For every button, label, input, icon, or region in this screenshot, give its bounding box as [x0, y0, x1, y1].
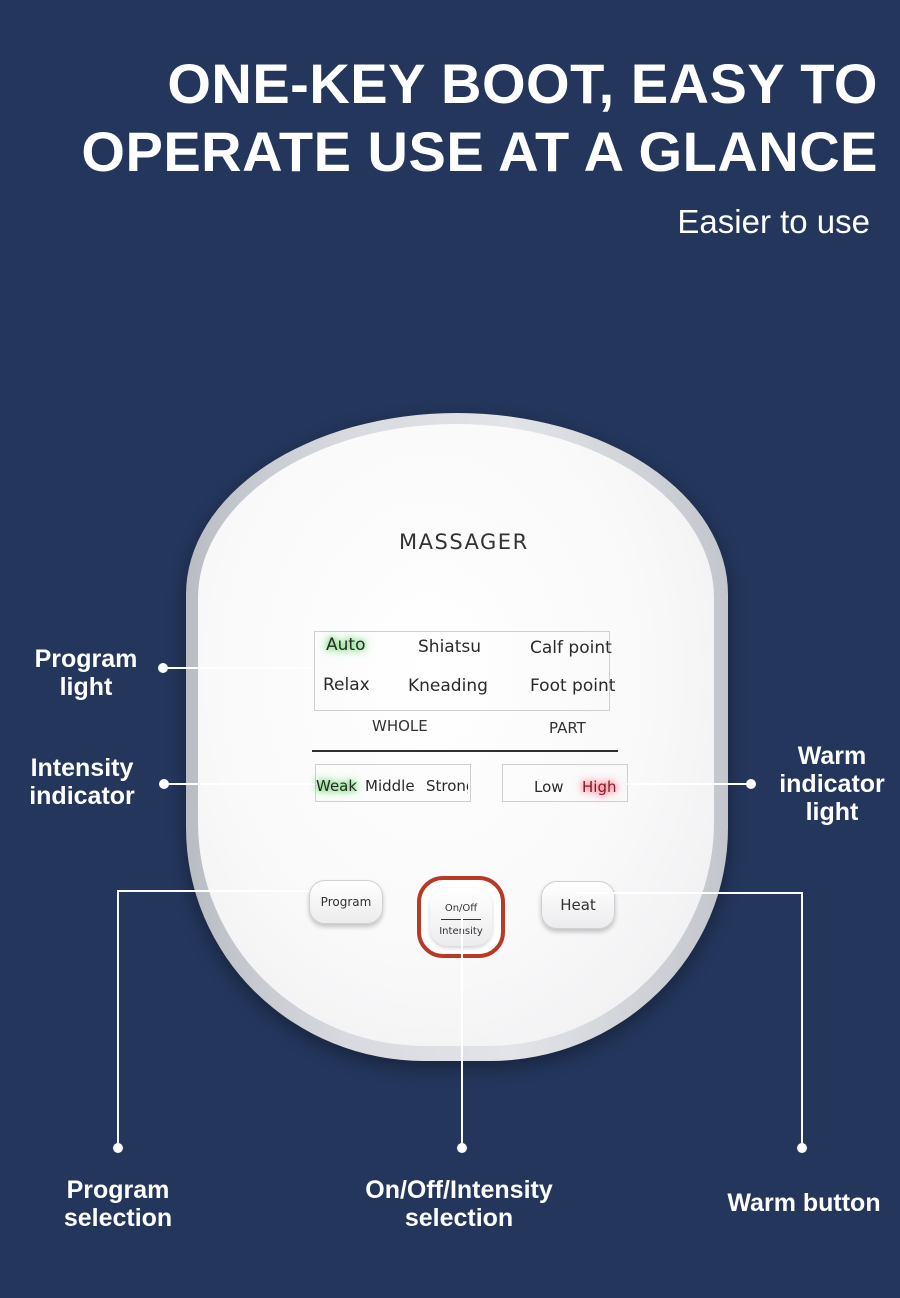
callout-line-warm-btn-v: [801, 892, 803, 1148]
subtitle: Easier to use: [677, 203, 870, 240]
callout-line-warm-btn-h: [577, 892, 802, 894]
program-shiatsu: Shiatsu: [418, 637, 482, 657]
callout-line-warm-indicator: [626, 783, 751, 785]
program-auto: Auto: [326, 635, 366, 655]
program-foot-point: Foot point: [530, 676, 616, 696]
intensity-box: [315, 764, 471, 802]
callout-program-light-line-2: light: [59, 673, 113, 701]
callout-line-program-sel-v: [117, 890, 119, 1147]
callout-intensity-line-2: indicator: [29, 782, 135, 810]
callout-program-light-line-1: Program: [34, 645, 138, 673]
callout-power-selection: On/Off/Intensity selection: [339, 1176, 579, 1232]
callout-warm-line-3: light: [805, 798, 859, 826]
callout-dot-warm-button: [797, 1143, 807, 1153]
power-label: On/Off: [444, 903, 478, 914]
callout-program-selection: Program selection: [48, 1176, 188, 1232]
callout-program-light: Program light: [26, 645, 146, 701]
callout-warm-line-1: Warm: [797, 742, 867, 770]
program-light-box: [314, 631, 610, 711]
program-button[interactable]: Program: [309, 880, 383, 924]
callout-dot-warm-indicator: [746, 779, 756, 789]
intensity-strong: Strong: [426, 777, 468, 795]
program-kneading: Kneading: [408, 676, 488, 696]
warm-high: High: [582, 778, 617, 796]
callout-program-sel-line-2: selection: [63, 1204, 173, 1232]
callout-line-intensity: [164, 783, 315, 785]
headline-line-1: ONE-KEY BOOT, EASY TO: [167, 52, 878, 115]
callout-dot-power-selection: [457, 1143, 467, 1153]
warm-low: Low: [534, 778, 564, 796]
callout-intensity-line-1: Intensity: [30, 754, 134, 782]
section-whole: WHOLE: [372, 717, 428, 735]
headline-line-2: OPERATE USE AT A GLANCE: [81, 120, 878, 183]
callout-warm-line-2: indicator: [779, 770, 885, 798]
section-part: PART: [549, 719, 586, 737]
program-calf-point: Calf point: [530, 638, 612, 658]
headline: ONE-KEY BOOT, EASY TO OPERATE USE AT A G…: [81, 50, 878, 186]
program-relax: Relax: [323, 675, 370, 695]
callout-line-power-sel: [461, 915, 463, 1148]
intensity-middle: Middle: [365, 777, 415, 795]
callout-warm-indicator: Warm indicator light: [772, 742, 892, 826]
callout-program-sel-line-1: Program: [66, 1176, 170, 1204]
callout-warm-button: Warm button: [727, 1189, 881, 1217]
intensity-weak: Weak: [316, 777, 358, 795]
callout-dot-program-selection: [113, 1143, 123, 1153]
heat-button[interactable]: Heat: [541, 881, 615, 929]
device-brand: MASSAGER: [399, 530, 529, 554]
callout-power-sel-line-2: selection: [404, 1204, 514, 1232]
callout-power-sel-line-1: On/Off/Intensity: [365, 1176, 553, 1204]
callout-line-program-sel-h: [118, 890, 309, 892]
callout-line-program-light: [163, 667, 314, 669]
callout-intensity-indicator: Intensity indicator: [20, 754, 144, 810]
panel-divider: [312, 750, 618, 752]
